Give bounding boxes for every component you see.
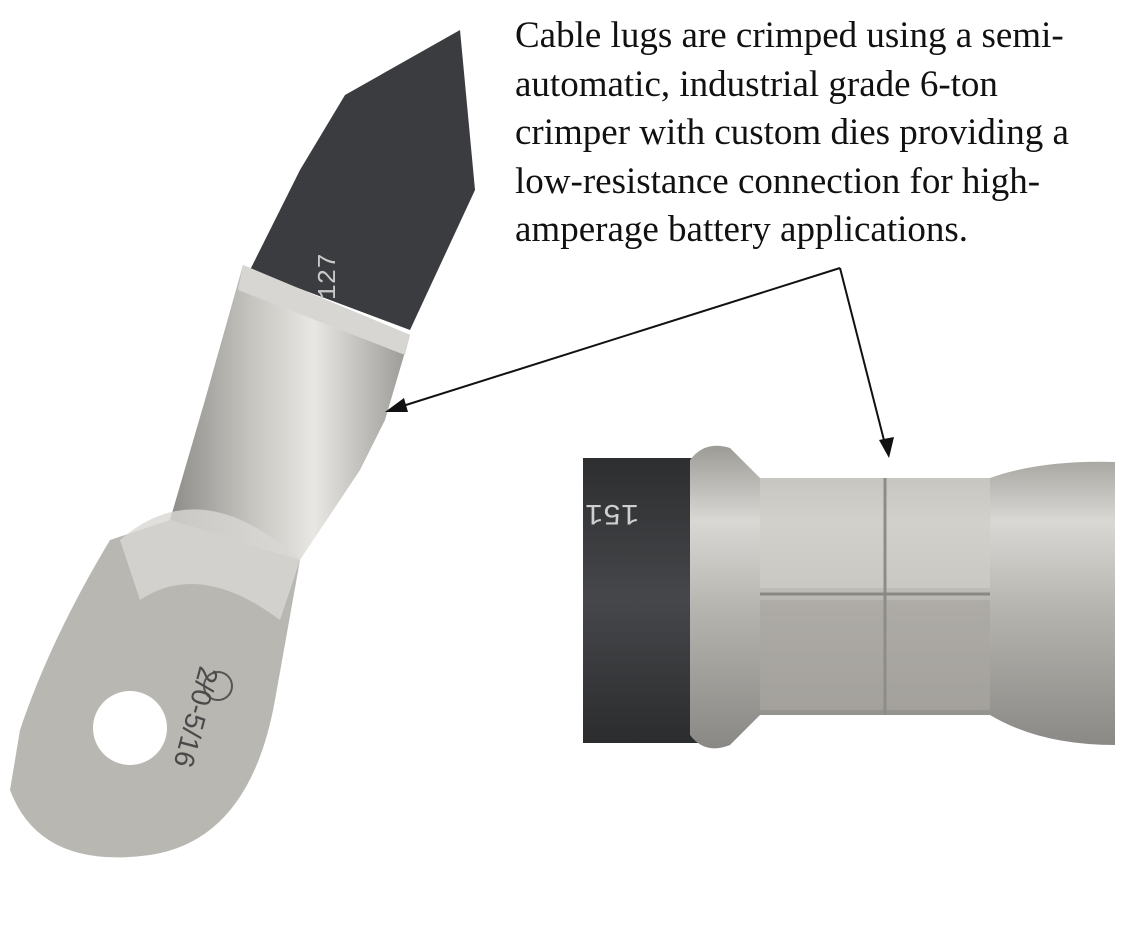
lug-hole <box>93 691 167 765</box>
left-lug: 127 2/0-5/16 <box>10 30 475 858</box>
right-cable-print: 151 <box>585 495 639 529</box>
caption-line: automatic, industrial grade 6-ton <box>515 63 998 105</box>
ul-mark <box>203 671 233 701</box>
left-cable <box>250 30 475 330</box>
callout-arrows <box>385 267 894 458</box>
caption-line: low-resistance connection for high- <box>515 160 1041 202</box>
caption-line: amperage battery applications. <box>515 209 969 250</box>
left-barrel <box>170 265 410 560</box>
left-cable-print: 127 <box>313 253 343 300</box>
caption-line: crimper with custom dies providing a <box>515 112 1069 153</box>
right-closeup: 151 <box>583 445 1115 749</box>
caption-line: Cable lugs are crimped using a semi- <box>515 15 1064 56</box>
caption-text: Cable lugs are crimped using a semi- aut… <box>515 12 1125 255</box>
left-palm <box>10 520 300 858</box>
